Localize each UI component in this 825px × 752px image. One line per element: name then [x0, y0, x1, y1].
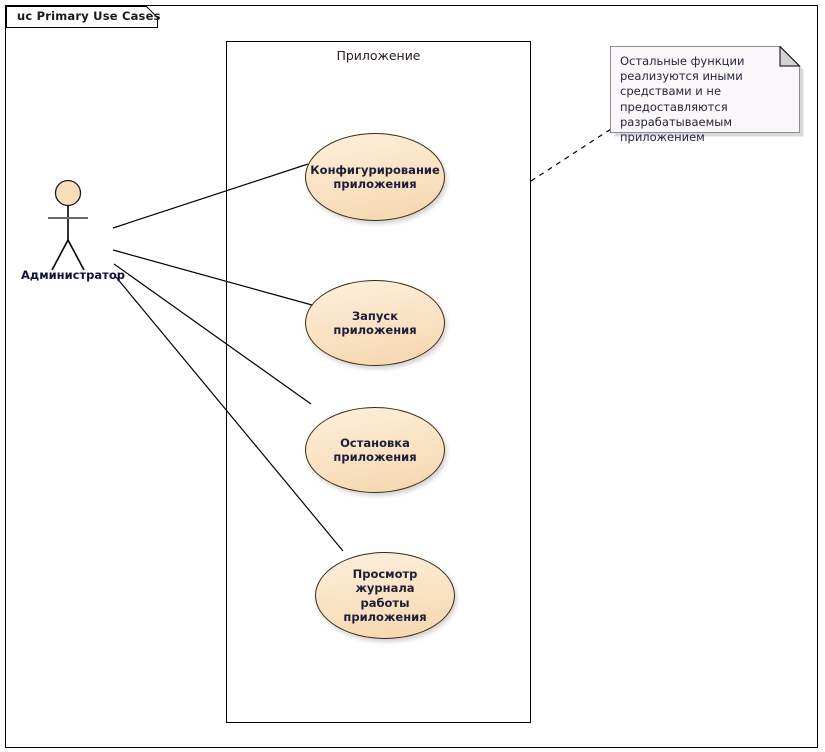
use-case-view-log[interactable]: Просмотр журнала работы приложения	[315, 552, 455, 639]
system-boundary-label: Приложение	[336, 48, 421, 63]
use-case-label: Остановка приложения	[333, 435, 417, 464]
use-case-label: Просмотр журнала работы приложения	[343, 566, 427, 624]
actor-label: Администратор	[21, 268, 125, 282]
use-case-stop[interactable]: Остановка приложения	[305, 407, 445, 493]
note-text: Остальные функции реализуются иными сред…	[620, 54, 745, 144]
diagram-title: uc Primary Use Cases	[17, 9, 161, 23]
use-case-configure[interactable]: Конфигурирование приложения	[305, 133, 445, 221]
note-shape	[610, 46, 804, 137]
title-tab-shape	[6, 6, 158, 28]
actor-administrator[interactable]	[40, 178, 120, 273]
use-case-label: Запуск приложения	[333, 308, 417, 337]
comment-note[interactable]: Остальные функции реализуются иными сред…	[610, 46, 804, 144]
actor-stick-figure-icon	[48, 179, 88, 271]
use-case-start[interactable]: Запуск приложения	[305, 280, 445, 366]
use-case-label: Конфигурирование приложения	[310, 162, 440, 191]
